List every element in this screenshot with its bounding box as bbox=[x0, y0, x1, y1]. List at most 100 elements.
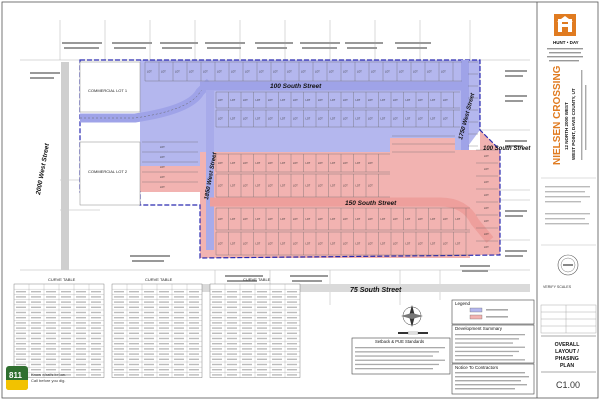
commercial-lot-2-label: COMMERCIAL LOT 2 bbox=[88, 169, 128, 174]
legend-swatch-phase-2 bbox=[469, 314, 483, 320]
lot-label: LOT bbox=[256, 243, 261, 246]
lot-label: LOT bbox=[418, 118, 423, 121]
lot-label: LOT bbox=[381, 99, 386, 102]
revision-block bbox=[541, 177, 596, 246]
curve-table-3 bbox=[209, 283, 301, 378]
development-summary-title: Development Summary bbox=[455, 326, 503, 331]
project-details-lines bbox=[581, 70, 587, 160]
lot-label: LOT bbox=[331, 243, 336, 246]
lot-label: LOT bbox=[356, 243, 361, 246]
lot-label: LOT bbox=[413, 71, 418, 74]
lot-label: LOT bbox=[406, 243, 411, 246]
commercial-lot-1-label: COMMERCIAL LOT 1 bbox=[88, 88, 128, 93]
verify-scales: VERIFY SCALES bbox=[543, 285, 572, 289]
lot-label: LOT bbox=[301, 71, 306, 74]
development-summary-box bbox=[451, 324, 535, 364]
lot-label: LOT bbox=[484, 168, 489, 171]
lot-label: LOT bbox=[343, 118, 348, 121]
notice-title: Notice To Contractors bbox=[455, 365, 499, 370]
project-boundary bbox=[79, 59, 501, 259]
lot-label: LOT bbox=[306, 243, 311, 246]
lot-label: LOT bbox=[218, 243, 223, 246]
commercial-lot-1-area bbox=[79, 61, 141, 113]
lot-label: LOT bbox=[393, 99, 398, 102]
lot-label: LOT bbox=[218, 99, 223, 102]
lot-label: LOT bbox=[418, 99, 423, 102]
lot-label: LOT bbox=[293, 99, 298, 102]
call-811-logo bbox=[6, 366, 28, 390]
lot-label: LOT bbox=[287, 71, 292, 74]
lot-label: LOT bbox=[393, 118, 398, 121]
lot-label: LOT bbox=[189, 71, 194, 74]
lot-label: LOT bbox=[381, 218, 386, 221]
street-label-75-south: 75 South Street bbox=[350, 287, 402, 294]
call-811-line1: Know what's below. bbox=[31, 372, 66, 377]
lot-label: LOT bbox=[381, 243, 386, 246]
lot-label: LOT bbox=[245, 71, 250, 74]
curve-table-1 bbox=[13, 283, 105, 378]
lot-label: LOT bbox=[357, 71, 362, 74]
lot-label: LOT bbox=[418, 243, 423, 246]
lot-label: LOT bbox=[231, 185, 236, 188]
lot-label: LOT bbox=[175, 71, 180, 74]
lot-label: LOT bbox=[281, 162, 286, 165]
lot-label: LOT bbox=[281, 185, 286, 188]
project-address-1: 12 NORTH 2000 WEST bbox=[564, 102, 569, 150]
lot-label: LOT bbox=[281, 218, 286, 221]
lot-label: LOT bbox=[268, 243, 273, 246]
street-label-150-south: 150 South Street bbox=[345, 200, 397, 207]
curve-table-3-title: CURVE TABLE bbox=[243, 277, 271, 282]
lot-label: LOT bbox=[343, 243, 348, 246]
lot-label: LOT bbox=[273, 71, 278, 74]
project-address-2: WEST POINT, DAVIS COUNTY, UT bbox=[571, 88, 576, 160]
lot-label: LOT bbox=[406, 118, 411, 121]
lot-label: LOT bbox=[281, 243, 286, 246]
lot-label: LOT bbox=[331, 185, 336, 188]
lot-label: LOT bbox=[306, 99, 311, 102]
lot-label: LOT bbox=[268, 162, 273, 165]
lot-label: LOT bbox=[293, 218, 298, 221]
lot-label: LOT bbox=[431, 118, 436, 121]
lot-label: LOT bbox=[368, 99, 373, 102]
lot-label: LOT bbox=[368, 162, 373, 165]
lot-label: LOT bbox=[343, 185, 348, 188]
lot-label: LOT bbox=[293, 162, 298, 165]
lot-label: LOT bbox=[368, 118, 373, 121]
lot-label: LOT bbox=[393, 218, 398, 221]
lot-label: LOT bbox=[306, 185, 311, 188]
lot-label: LOT bbox=[431, 218, 436, 221]
curve-table-1-title: CURVE TABLE bbox=[48, 277, 76, 282]
company-address-lines bbox=[547, 48, 583, 62]
curve-table-2 bbox=[111, 283, 203, 378]
lot-label: LOT bbox=[268, 218, 273, 221]
lot-label: LOT bbox=[318, 218, 323, 221]
legend-title: Legend bbox=[455, 301, 471, 306]
lot-label: LOT bbox=[318, 243, 323, 246]
lot-label: LOT bbox=[281, 99, 286, 102]
neighbor-text bbox=[30, 42, 527, 282]
lot-label: LOT bbox=[484, 181, 489, 184]
lot-label: LOT bbox=[218, 218, 223, 221]
lot-label: LOT bbox=[281, 118, 286, 121]
lot-label: LOT bbox=[441, 71, 446, 74]
lot-label: LOT bbox=[368, 185, 373, 188]
lot-label: LOT bbox=[243, 218, 248, 221]
lot-label: LOT bbox=[356, 118, 361, 121]
lot-label: LOT bbox=[456, 243, 461, 246]
lot-label: LOT bbox=[331, 99, 336, 102]
notice-box bbox=[451, 363, 535, 395]
street-label-100-south-east: 100 South Street bbox=[483, 146, 531, 152]
lot-label: LOT bbox=[293, 243, 298, 246]
lot-label: LOT bbox=[243, 162, 248, 165]
lot-label: LOT bbox=[218, 118, 223, 121]
lot-label: LOT bbox=[356, 185, 361, 188]
lot-label: LOT bbox=[160, 186, 165, 189]
lot-label: LOT bbox=[256, 162, 261, 165]
lot-label: LOT bbox=[218, 185, 223, 188]
lot-label: LOT bbox=[160, 176, 165, 179]
company-logo bbox=[554, 14, 576, 36]
lot-label: LOT bbox=[256, 99, 261, 102]
lot-label: LOT bbox=[443, 218, 448, 221]
lot-label: LOT bbox=[161, 71, 166, 74]
north-arrow bbox=[401, 305, 423, 327]
